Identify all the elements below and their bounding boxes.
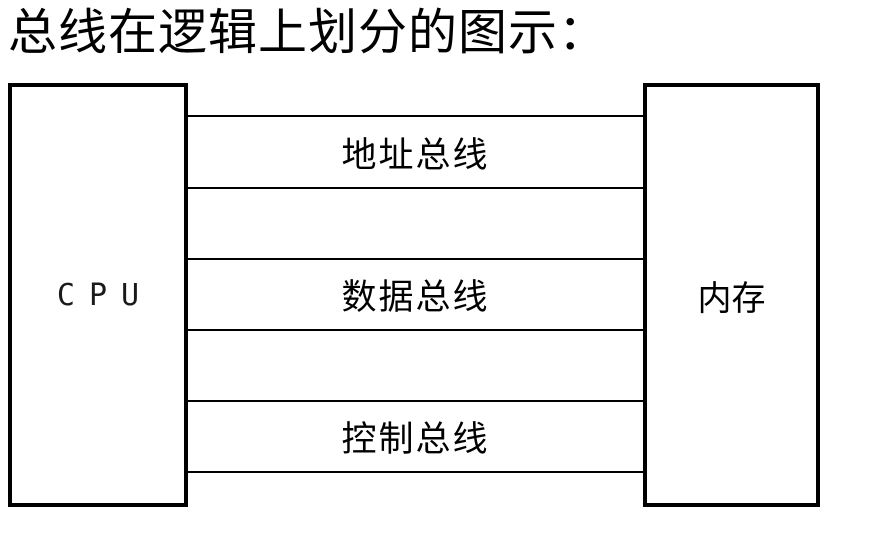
data-bus-top-line	[186, 258, 647, 260]
memory-box: 内存	[643, 83, 820, 507]
control-bus-top-line	[186, 400, 647, 402]
data-bus-bottom-line	[186, 329, 647, 331]
page-title: 总线在逻辑上划分的图示：	[8, 4, 609, 61]
address-bus-top-line	[186, 115, 647, 117]
control-bus-band: 控制总线	[188, 402, 643, 471]
control-bus-label: 控制总线	[341, 420, 490, 460]
address-bus-band: 地址总线	[188, 117, 643, 187]
memory-label: 内存	[697, 278, 766, 319]
address-bus-bottom-line	[186, 187, 647, 189]
cpu-box: CPU	[8, 83, 188, 507]
address-bus-label: 地址总线	[341, 135, 490, 176]
data-bus-band: 数据总线	[188, 260, 643, 329]
data-bus-label: 数据总线	[341, 278, 490, 318]
cpu-label: CPU	[56, 277, 154, 313]
control-bus-bottom-line	[186, 471, 647, 473]
